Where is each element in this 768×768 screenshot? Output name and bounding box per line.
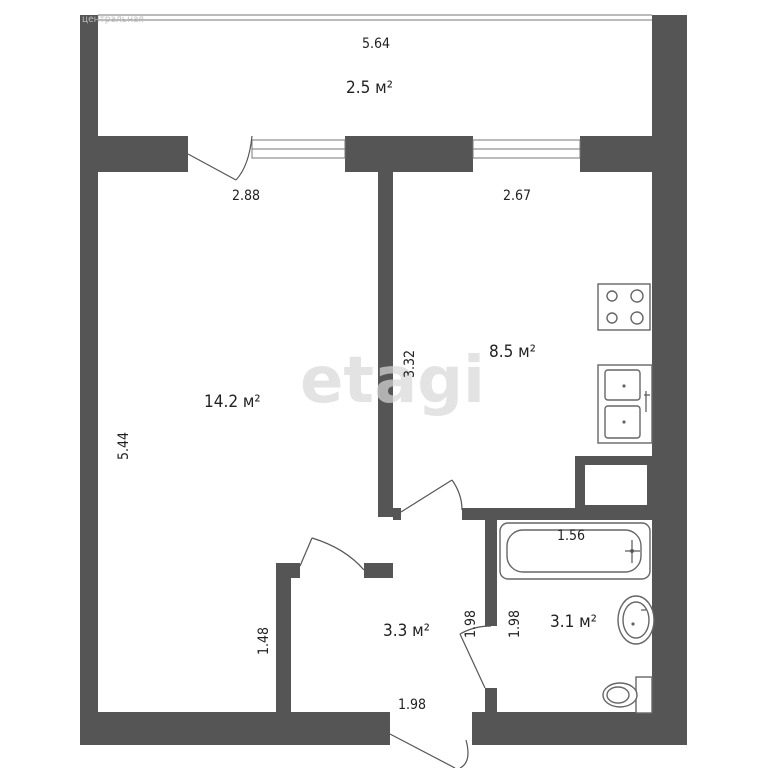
watermark-logo: etagi [300,344,485,418]
bath-left-wall [485,520,497,626]
walls [80,14,687,745]
washbasin-icon [617,595,655,645]
hall-left-wall [276,563,291,713]
shaft-inner [585,465,647,505]
balcony-wall-seg-1 [80,136,188,172]
bath-width-label: 1.56 [557,528,585,544]
fixtures [499,283,655,714]
doors [187,135,492,768]
balcony-area-label: 2.5 м² [346,78,393,98]
entrance-door-leaf [389,733,456,768]
bath-area-label: 3.1 м² [550,612,597,632]
kitchen-area-label: 8.5 м² [489,342,536,362]
living-top-width-label: 2.88 [232,188,260,204]
hall-area-label: 3.3 м² [383,621,430,641]
bottom-wall-left [80,712,390,745]
bath-height-label: 1.98 [507,610,523,638]
living-area-label: 14.2 м² [204,392,261,412]
balcony-width-label: 5.64 [362,36,390,52]
hall-side-label: 1.98 [463,610,479,638]
stove-icon [597,283,651,331]
hall-depth-label: 1.48 [256,627,272,655]
outer-right-wall [652,15,687,745]
kitchen-hall-stub [393,508,401,520]
sink-icon [597,364,653,444]
bath-door-leaf [459,633,486,689]
bathtub-icon [499,522,651,580]
partition-living-kitchen [378,172,393,517]
toilet-icon [602,676,653,714]
kitchen-height-label: 3.32 [402,350,418,378]
outer-left-wall [80,15,98,745]
living-length-label: 5.44 [116,432,132,460]
living-door-leaf [299,537,313,567]
kitchen-top-width-label: 2.67 [503,188,531,204]
balcony-wall-seg-3 [580,136,687,172]
corner-watermark-text: центральная [82,14,144,25]
bath-left-wall-low [485,688,497,714]
partition-living-hall-stub [364,563,393,578]
kitchen-door-leaf [400,479,453,513]
kitchen-bath-wall [462,508,652,520]
balcony-door-leaf [187,153,237,181]
balcony-wall-seg-2 [345,136,473,172]
bottom-wall-right [472,712,687,745]
hall-bottom-width-label: 1.98 [398,697,426,713]
labels: 5.64 2.5 м² 2.88 14.2 м² 5.44 2.67 8.5 м… [116,36,597,713]
